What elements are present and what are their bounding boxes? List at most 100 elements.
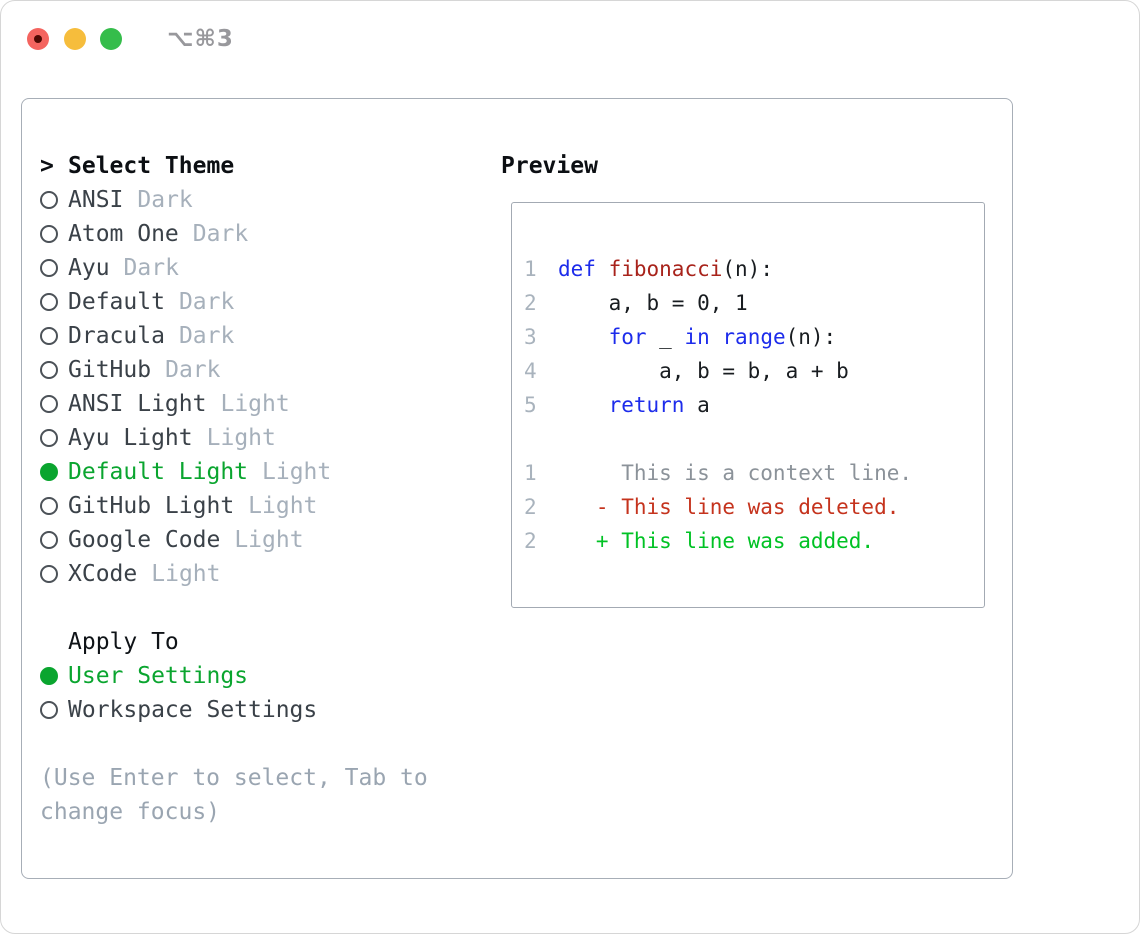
close-button[interactable] xyxy=(27,28,49,50)
select-theme-label: Select Theme xyxy=(68,153,235,179)
theme-option-dracula-dark[interactable]: Dracula Dark xyxy=(40,319,428,353)
radio-icon xyxy=(40,565,58,583)
theme-variant-label: Light xyxy=(151,561,221,587)
hint-line-1: (Use Enter to select, Tab to xyxy=(40,765,428,791)
apply-option-user-settings[interactable]: User Settings xyxy=(40,659,428,693)
radio-icon xyxy=(40,225,58,243)
line-number: 2 xyxy=(524,529,537,553)
preview-line: 2 - This line was deleted. xyxy=(524,490,912,524)
preview-header: Preview xyxy=(501,153,598,179)
option-label: Workspace Settings xyxy=(68,697,318,723)
line-number: 5 xyxy=(524,393,537,417)
code-segment-plain xyxy=(596,257,609,281)
apply-to-header: Apply To xyxy=(40,625,428,659)
theme-variant-label: Dark xyxy=(178,289,235,315)
radio-icon xyxy=(40,395,58,413)
preview-line: 2 a, b = 0, 1 xyxy=(524,286,912,320)
theme-variant-label: Light xyxy=(206,425,276,451)
theme-option-ayu-light-light[interactable]: Ayu Light Light xyxy=(40,421,428,455)
theme-option-default-dark[interactable]: Default Dark xyxy=(40,285,428,319)
line-number: 1 xyxy=(524,461,537,485)
line-number: 4 xyxy=(524,359,537,383)
radio-selected-icon xyxy=(40,667,58,685)
code-segment-plain: a, b = 0, 1 xyxy=(558,291,748,315)
option-label: Default Light xyxy=(68,459,249,485)
code-segment-deleted: - This line was deleted. xyxy=(558,495,900,519)
radio-icon xyxy=(40,293,58,311)
option-label: GitHub xyxy=(68,357,152,383)
line-number: 3 xyxy=(524,325,537,349)
theme-variant-label: Dark xyxy=(165,357,221,383)
code-segment-plain: (n): xyxy=(785,325,837,349)
radio-icon xyxy=(40,701,58,719)
code-segment-keyword: def xyxy=(558,257,596,281)
radio-selected-icon xyxy=(40,463,58,481)
preview-line: 5 return a xyxy=(524,388,912,422)
code-segment-function: fibonacci xyxy=(608,257,723,281)
theme-option-ansi-dark[interactable]: ANSI Dark xyxy=(40,183,428,217)
code-segment-added: + This line was added. xyxy=(558,529,875,553)
theme-variant-label: Dark xyxy=(137,187,193,213)
line-number: 1 xyxy=(524,257,537,281)
zoom-button[interactable] xyxy=(100,28,122,50)
code-segment-keyword: for xyxy=(608,325,647,349)
theme-variant-label: Dark xyxy=(192,221,249,247)
preview-line: 3 for _ in range(n): xyxy=(524,320,912,354)
line-number: 2 xyxy=(524,291,537,315)
option-label: ANSI Light xyxy=(68,391,207,417)
hint-line-2: change focus) xyxy=(40,799,221,825)
theme-variant-label: Dark xyxy=(178,323,235,349)
preview-line: 1 This is a context line. xyxy=(524,456,912,490)
window-title: ⌥⌘3 xyxy=(167,26,234,52)
apply-to-label: Apply To xyxy=(68,629,179,655)
option-label: Default xyxy=(68,289,165,315)
option-label: Dracula xyxy=(68,323,165,349)
radio-icon xyxy=(40,191,58,209)
theme-option-github-dark[interactable]: GitHub Dark xyxy=(40,353,428,387)
option-label: Ayu Light xyxy=(68,425,193,451)
option-label: GitHub Light xyxy=(68,493,235,519)
radio-icon xyxy=(40,429,58,447)
theme-option-github-light-light[interactable]: GitHub Light Light xyxy=(40,489,428,523)
preview-line: 4 a, b = b, a + b xyxy=(524,354,912,388)
apply-option-workspace-settings[interactable]: Workspace Settings xyxy=(40,693,428,727)
code-segment-plain: a, b = b, a + b xyxy=(558,359,849,383)
code-segment-keyword: range xyxy=(722,325,786,349)
code-segment-plain xyxy=(558,325,609,349)
radio-icon xyxy=(40,327,58,345)
minimize-button[interactable] xyxy=(64,28,86,50)
theme-variant-label: Light xyxy=(234,527,304,553)
select-theme-header: > Select Theme xyxy=(40,149,428,183)
theme-variant-label: Light xyxy=(220,391,290,417)
option-label: Atom One xyxy=(68,221,179,247)
code-segment-keyword: in xyxy=(684,325,710,349)
code-segment-plain xyxy=(558,393,609,417)
option-label: ANSI xyxy=(68,187,124,213)
theme-variant-label: Light xyxy=(248,493,318,519)
option-label: User Settings xyxy=(68,663,249,689)
keyboard-hint: (Use Enter to select, Tab to change focu… xyxy=(40,761,428,829)
record-dot-icon xyxy=(34,35,42,43)
prompt-icon: > xyxy=(40,153,54,179)
radio-icon xyxy=(40,497,58,515)
code-segment-plain: a xyxy=(684,393,710,417)
theme-option-atom-one-dark[interactable]: Atom One Dark xyxy=(40,217,428,251)
preview-line xyxy=(524,422,912,456)
code-segment-keyword: return xyxy=(608,393,685,417)
radio-icon xyxy=(40,259,58,277)
theme-option-ansi-light-light[interactable]: ANSI Light Light xyxy=(40,387,428,421)
preview-line: 2 + This line was added. xyxy=(524,524,912,558)
radio-icon xyxy=(40,531,58,549)
